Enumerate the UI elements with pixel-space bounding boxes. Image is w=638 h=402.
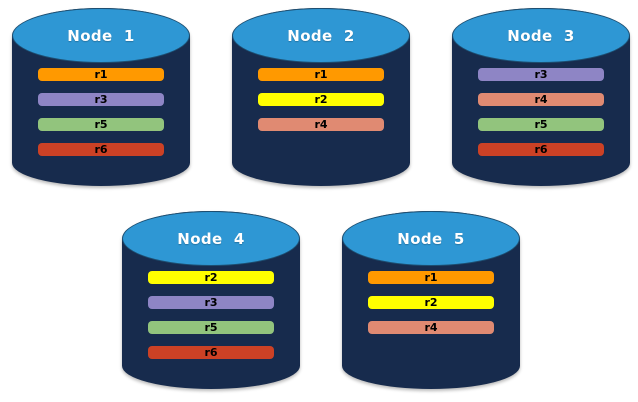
replica-bar[interactable]: r4 [367,320,495,334]
replica-bar[interactable]: r2 [367,295,495,309]
replica-bar[interactable]: r6 [147,345,275,359]
replica-bar[interactable]: r1 [367,270,495,284]
replica-bar[interactable]: r6 [37,142,165,156]
cylinder-top-ellipse-icon [12,8,190,64]
replica-bar[interactable]: r5 [147,320,275,334]
replica-bar[interactable]: r1 [257,67,385,81]
replica-bar[interactable]: r5 [477,117,605,131]
replica-bar[interactable]: r3 [477,67,605,81]
replica-list: r1 r2 r4 [367,270,495,334]
replica-bar[interactable]: r4 [257,117,385,131]
replica-bar[interactable]: r4 [477,92,605,106]
replica-bar[interactable]: r3 [147,295,275,309]
replica-list: r1 r2 r4 [257,67,385,131]
cylinder-top-ellipse-icon [452,8,630,64]
replica-bar[interactable]: r2 [257,92,385,106]
cylinder-top-ellipse-icon [342,211,520,267]
replica-list: r2 r3 r5 r6 [147,270,275,359]
replica-list: r3 r4 r5 r6 [477,67,605,156]
replica-list: r1 r3 r5 r6 [37,67,165,156]
replica-bar[interactable]: r1 [37,67,165,81]
replica-bar[interactable]: r6 [477,142,605,156]
cylinder-top-ellipse-icon [232,8,410,64]
replica-bar[interactable]: r3 [37,92,165,106]
replica-bar[interactable]: r2 [147,270,275,284]
replica-bar[interactable]: r5 [37,117,165,131]
cylinder-top-ellipse-icon [122,211,300,267]
